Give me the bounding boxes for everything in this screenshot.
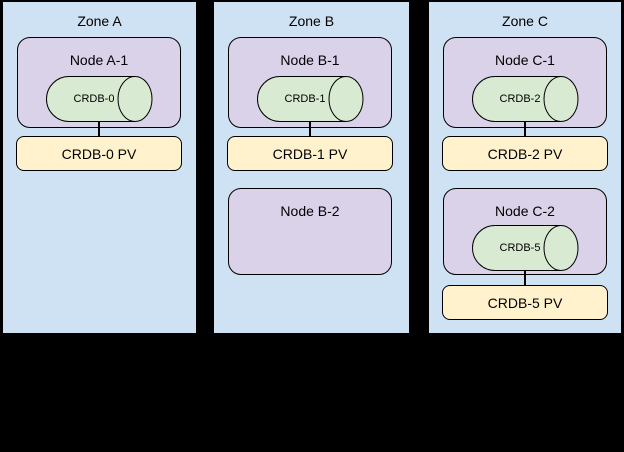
zone-c-title: Zone C [502, 13, 548, 29]
connector-line [309, 121, 311, 137]
node-c-1: Node C-1 CRDB-2 [443, 37, 607, 128]
cylinder-graphic [472, 225, 579, 271]
node-c-1-title: Node C-1 [495, 52, 555, 68]
crdb-2-pv-label: CRDB-2 PV [487, 145, 563, 162]
node-a-1-title: Node A-1 [69, 52, 129, 68]
crdb-2-pv-box: CRDB-2 PV [442, 136, 608, 171]
node-b-2: Node B-2 [228, 188, 392, 275]
node-a-1: Node A-1 CRDB-0 [17, 37, 181, 128]
zone-b: Zone B Node B-1 CRDB-1 CRDB-1 PV Node B-… [213, 1, 410, 334]
zone-a-title: Zone A [77, 13, 122, 29]
crdb-1-pv-box: CRDB-1 PV [227, 136, 393, 171]
node-b-1-title: Node B-1 [280, 52, 340, 68]
crdb-2-label: CRDB-2 [499, 93, 541, 105]
node-b-1: Node B-1 CRDB-1 [228, 37, 392, 128]
zone-a: Zone A Node A-1 CRDB-0 CRDB-0 PV [2, 1, 197, 334]
connector-line [524, 270, 526, 286]
zone-c: Zone C Node C-1 CRDB-2 CRDB-2 PV Node C-… [428, 1, 622, 334]
crdb-0-cylinder: CRDB-0 [46, 76, 153, 122]
crdb-2-cylinder: CRDB-2 [472, 76, 579, 122]
crdb-5-label: CRDB-5 [499, 242, 541, 254]
cylinder-graphic [472, 76, 579, 122]
crdb-1-label: CRDB-1 [284, 93, 326, 105]
cylinder-graphic [46, 76, 153, 122]
crdb-0-pv-label: CRDB-0 PV [61, 145, 137, 162]
connector-line [98, 121, 100, 137]
crdb-5-pv-label: CRDB-5 PV [487, 294, 563, 311]
zone-b-title: Zone B [288, 13, 335, 29]
cylinder-graphic [257, 76, 364, 122]
crdb-0-pv-box: CRDB-0 PV [16, 136, 182, 171]
node-b-2-title: Node B-2 [280, 203, 340, 219]
crdb-1-pv-label: CRDB-1 PV [272, 145, 348, 162]
crdb-5-cylinder: CRDB-5 [472, 225, 579, 271]
crdb-1-cylinder: CRDB-1 [257, 76, 364, 122]
crdb-5-pv-box: CRDB-5 PV [442, 285, 608, 320]
node-c-2-title: Node C-2 [495, 203, 555, 219]
crdb-0-label: CRDB-0 [73, 93, 115, 105]
node-c-2: Node C-2 CRDB-5 [443, 188, 607, 275]
connector-line [524, 121, 526, 137]
